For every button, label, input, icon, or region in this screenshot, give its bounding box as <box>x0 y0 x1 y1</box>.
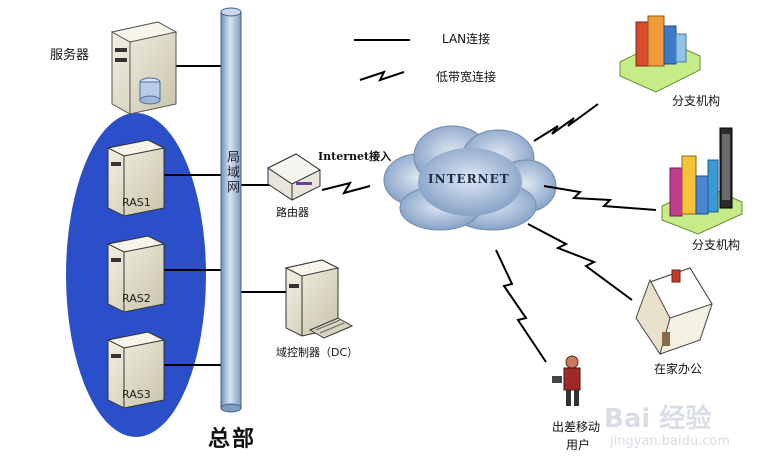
ras1-label: RAS1 <box>122 196 151 209</box>
mobile-user-label-2: 用户 <box>566 438 591 452</box>
ras3-label: RAS3 <box>122 388 151 401</box>
ras-server-1-icon <box>106 139 166 217</box>
branch-office-1-icon <box>619 15 701 93</box>
server-label: 服务器 <box>50 48 90 63</box>
lan-bus-label: 局域网 <box>224 150 239 195</box>
branch2-label: 分支机构 <box>692 238 741 252</box>
ras-server-3-icon <box>106 331 166 409</box>
mobile-user-icon <box>552 355 581 406</box>
mobile-user-label-1: 出差移动 <box>552 420 601 434</box>
branch-office-2-icon <box>661 127 743 235</box>
ras-server-2-icon <box>106 235 166 313</box>
dc-label: 域控制器（DC） <box>276 346 359 359</box>
lowband-links <box>321 103 657 363</box>
internet-cloud <box>383 125 557 231</box>
router-icon <box>267 153 321 201</box>
lan-connections <box>160 65 290 366</box>
internet-cloud-label: INTERNET <box>428 172 510 186</box>
router-label: 路由器 <box>276 206 309 219</box>
home-office-icon <box>635 267 713 356</box>
branch1-label: 分支机构 <box>672 94 721 108</box>
server-icon <box>110 21 178 115</box>
domain-controller-icon <box>284 259 354 339</box>
home-office-label: 在家办公 <box>654 362 703 376</box>
legend-lan-label: LAN连接 <box>442 32 491 46</box>
watermark-url: jingyan.baidu.com <box>610 434 730 449</box>
ras2-label: RAS2 <box>122 292 151 305</box>
legend-lowband-line <box>359 70 405 82</box>
watermark-brand: Bai 经验 <box>604 404 712 434</box>
hq-label: 总部 <box>208 427 257 452</box>
internet-access-label: Internet接入 <box>318 150 392 163</box>
legend-lowband-label: 低带宽连接 <box>436 70 497 84</box>
lan-bus <box>220 7 242 413</box>
